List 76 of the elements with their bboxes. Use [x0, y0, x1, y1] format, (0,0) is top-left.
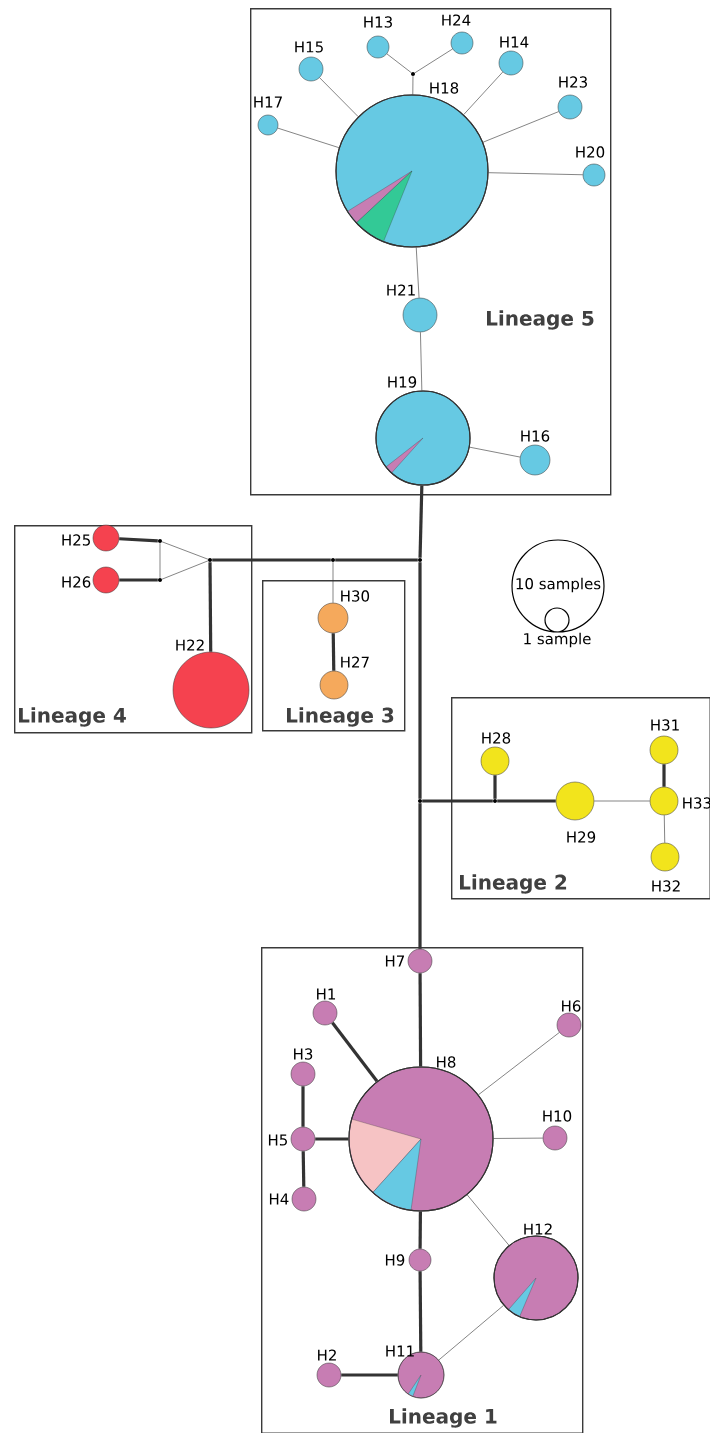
node-label: H7 — [385, 955, 405, 967]
node-label: H22 — [176, 639, 204, 651]
network-link — [418, 485, 424, 558]
node-label: H13 — [364, 16, 392, 28]
node-label: H25 — [62, 534, 90, 546]
node-label: H8 — [437, 1056, 456, 1068]
network-link — [161, 560, 209, 580]
network-link — [466, 1194, 510, 1246]
network-link — [332, 561, 334, 604]
network-link — [212, 558, 331, 562]
node-label: H5 — [268, 1134, 287, 1146]
network-link — [301, 1086, 305, 1127]
network-link — [593, 800, 651, 802]
network-link — [497, 799, 556, 803]
network-link — [412, 75, 414, 95]
node-label: H29 — [567, 831, 596, 843]
network-link — [418, 1271, 423, 1352]
network-link — [301, 1151, 306, 1187]
network-link — [663, 814, 666, 844]
node-label: H10 — [543, 1110, 572, 1122]
network-link — [418, 803, 422, 949]
network-link — [438, 1305, 504, 1361]
network-link — [493, 775, 497, 799]
network-link — [463, 71, 504, 115]
node-label: H17 — [254, 96, 282, 108]
network-link — [208, 562, 213, 652]
network-link — [159, 542, 161, 579]
node-label: H12 — [524, 1223, 552, 1235]
network-link — [341, 1373, 398, 1377]
network-link — [414, 48, 453, 74]
network-link — [119, 537, 158, 543]
node-label: H6 — [562, 1000, 581, 1012]
network-link — [335, 558, 418, 562]
node-label: H20 — [576, 146, 605, 158]
network-link — [418, 973, 423, 1067]
node-label: H18 — [430, 82, 459, 94]
node-label: H28 — [482, 732, 511, 744]
node-label: H26 — [62, 576, 91, 588]
size-label: 1 sample — [524, 632, 591, 648]
network-link — [119, 578, 158, 582]
network-link — [315, 1137, 349, 1141]
network-link — [482, 111, 559, 143]
node-label: H15 — [295, 41, 323, 53]
network-link — [488, 172, 584, 176]
network-link — [478, 1032, 560, 1096]
network-link — [386, 53, 412, 73]
network-link — [493, 1137, 544, 1139]
network-link — [415, 247, 420, 299]
network-link — [422, 799, 493, 803]
node-label: H3 — [294, 1048, 313, 1060]
node-label: H27 — [341, 656, 369, 668]
node-label: H1 — [317, 988, 336, 1000]
node-label: H2 — [318, 1349, 336, 1361]
node-label: H23 — [559, 76, 587, 88]
network-link — [662, 764, 666, 787]
network-link — [331, 633, 336, 671]
node-label: H9 — [385, 1254, 405, 1266]
network-link — [469, 446, 521, 458]
node-label: H24 — [442, 14, 471, 26]
node-label: H14 — [500, 36, 529, 48]
network-link — [161, 541, 209, 560]
node-label: H30 — [341, 590, 370, 602]
node-label: H32 — [652, 880, 680, 892]
node-label: H33 — [683, 797, 710, 809]
network-link — [331, 1021, 379, 1083]
node-label: H19 — [388, 376, 417, 388]
node-label: H16 — [521, 430, 550, 442]
node-label: H31 — [651, 719, 679, 731]
network-link — [418, 562, 422, 799]
network-link — [319, 77, 359, 117]
node-label: H4 — [269, 1193, 289, 1205]
network-link — [420, 331, 423, 391]
network-link — [277, 127, 340, 148]
network-link — [418, 1211, 422, 1249]
size-label: 10 samples — [516, 577, 601, 593]
node-label: H21 — [387, 284, 415, 296]
